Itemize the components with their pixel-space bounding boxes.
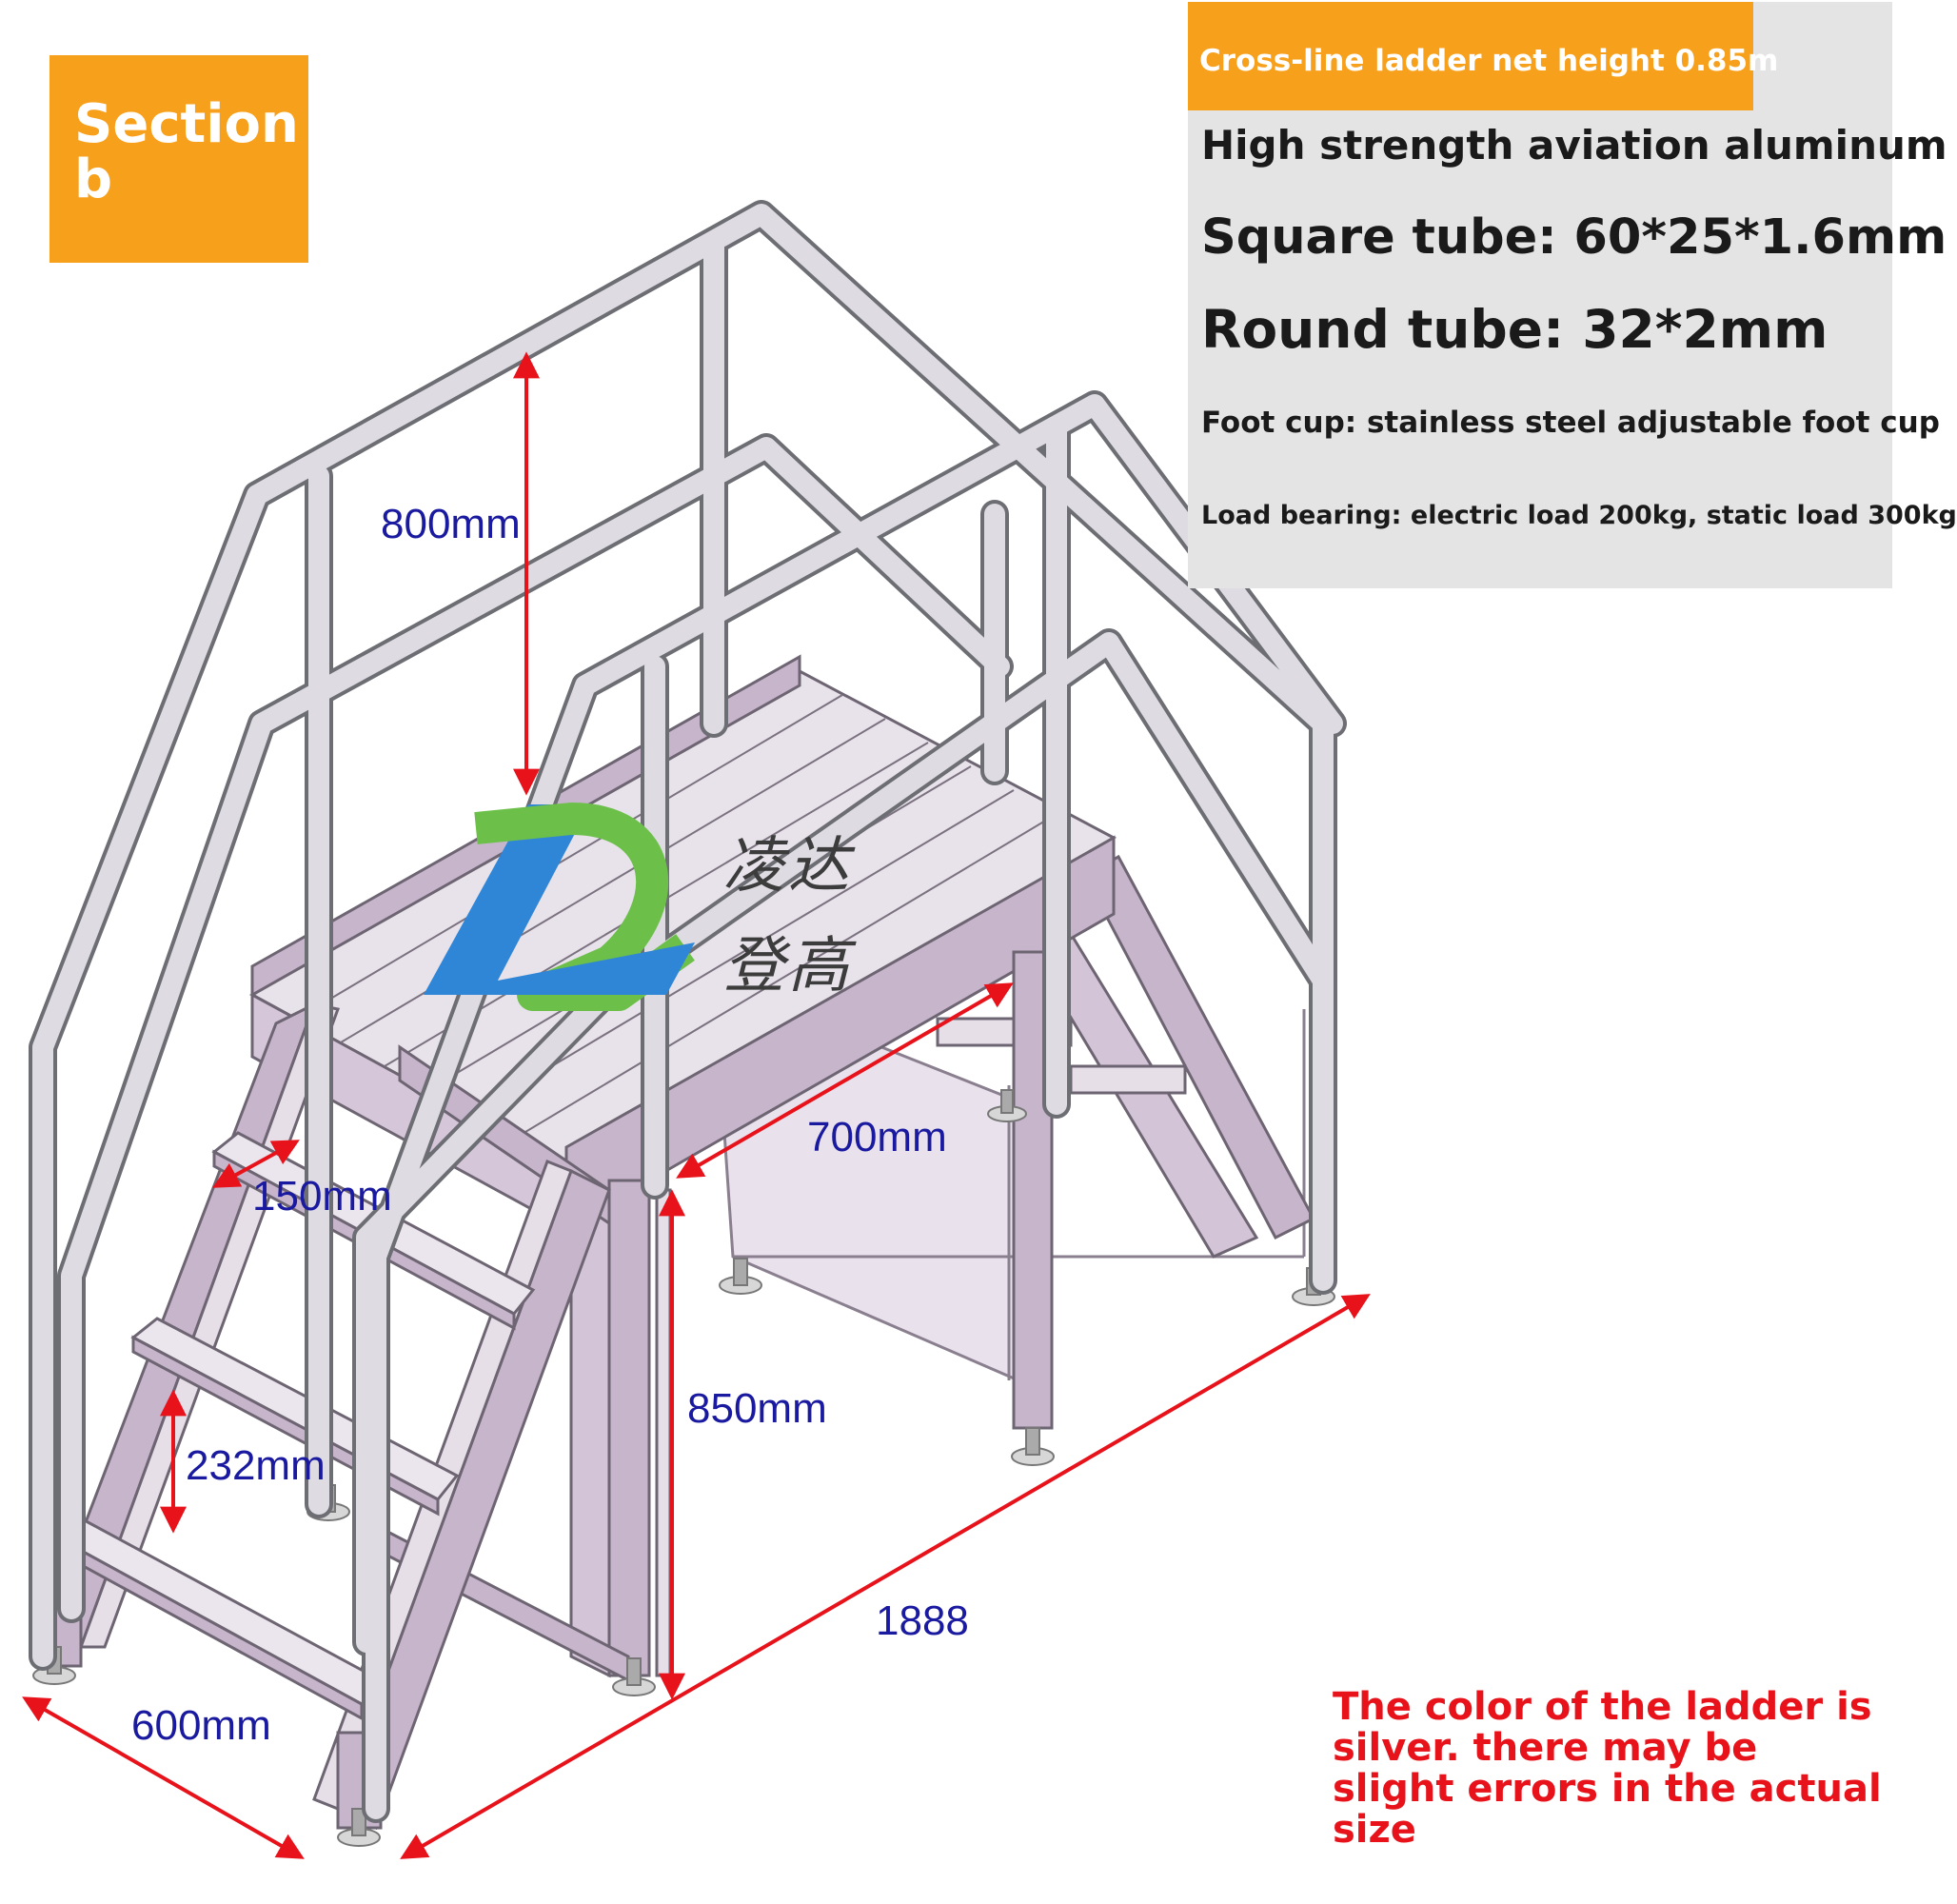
spec-panel: Cross-line ladder net height 0.85m High … bbox=[1188, 2, 1957, 588]
spec-foot-cup: Foot cup: stainless steel adjustable foo… bbox=[1201, 406, 1940, 440]
dim-total-length: 1888 bbox=[876, 1597, 969, 1644]
arrow-150mm bbox=[212, 1140, 300, 1188]
dim-platform-depth: 700mm bbox=[807, 1114, 947, 1160]
spec-round-tube: Round tube: 32*2mm bbox=[1201, 299, 1829, 360]
spec-load: Load bearing: electric load 200kg, stati… bbox=[1201, 501, 1957, 530]
spec-square-tube: Square tube: 60*25*1.6mm bbox=[1201, 209, 1947, 266]
dimension-arrows bbox=[22, 351, 1371, 1859]
spec-header: Cross-line ladder net height 0.85m bbox=[1188, 2, 1778, 110]
dim-net-height: 850mm bbox=[687, 1385, 827, 1432]
section-badge-label: Section b bbox=[74, 93, 299, 210]
dim-step-rise: 232mm bbox=[186, 1442, 326, 1489]
dim-guardrail-height: 800mm bbox=[381, 501, 521, 547]
arrow-1888 bbox=[400, 1294, 1371, 1859]
dim-step-depth: 150mm bbox=[252, 1173, 392, 1220]
ladder-drawing bbox=[22, 200, 1371, 1859]
handrails bbox=[29, 200, 1347, 1823]
spec-material: High strength aviation aluminum bbox=[1201, 122, 1947, 169]
diagram-canvas: Section b Cross-line ladder net height 0… bbox=[22, 2, 1957, 1859]
color-size-note: The color of the ladder is silver. there… bbox=[1333, 1685, 1882, 1852]
spec-header-text: Cross-line ladder net height 0.85m bbox=[1199, 44, 1779, 78]
logo-text-line1: 凌达 bbox=[723, 831, 853, 902]
logo-mark bbox=[424, 803, 695, 1011]
arrow-700mm bbox=[676, 982, 1014, 1179]
section-badge: Section b bbox=[49, 55, 308, 263]
dim-width: 600mm bbox=[131, 1702, 271, 1749]
arrow-600mm bbox=[22, 1696, 305, 1859]
logo-text-line2: 登高 bbox=[723, 931, 853, 1002]
